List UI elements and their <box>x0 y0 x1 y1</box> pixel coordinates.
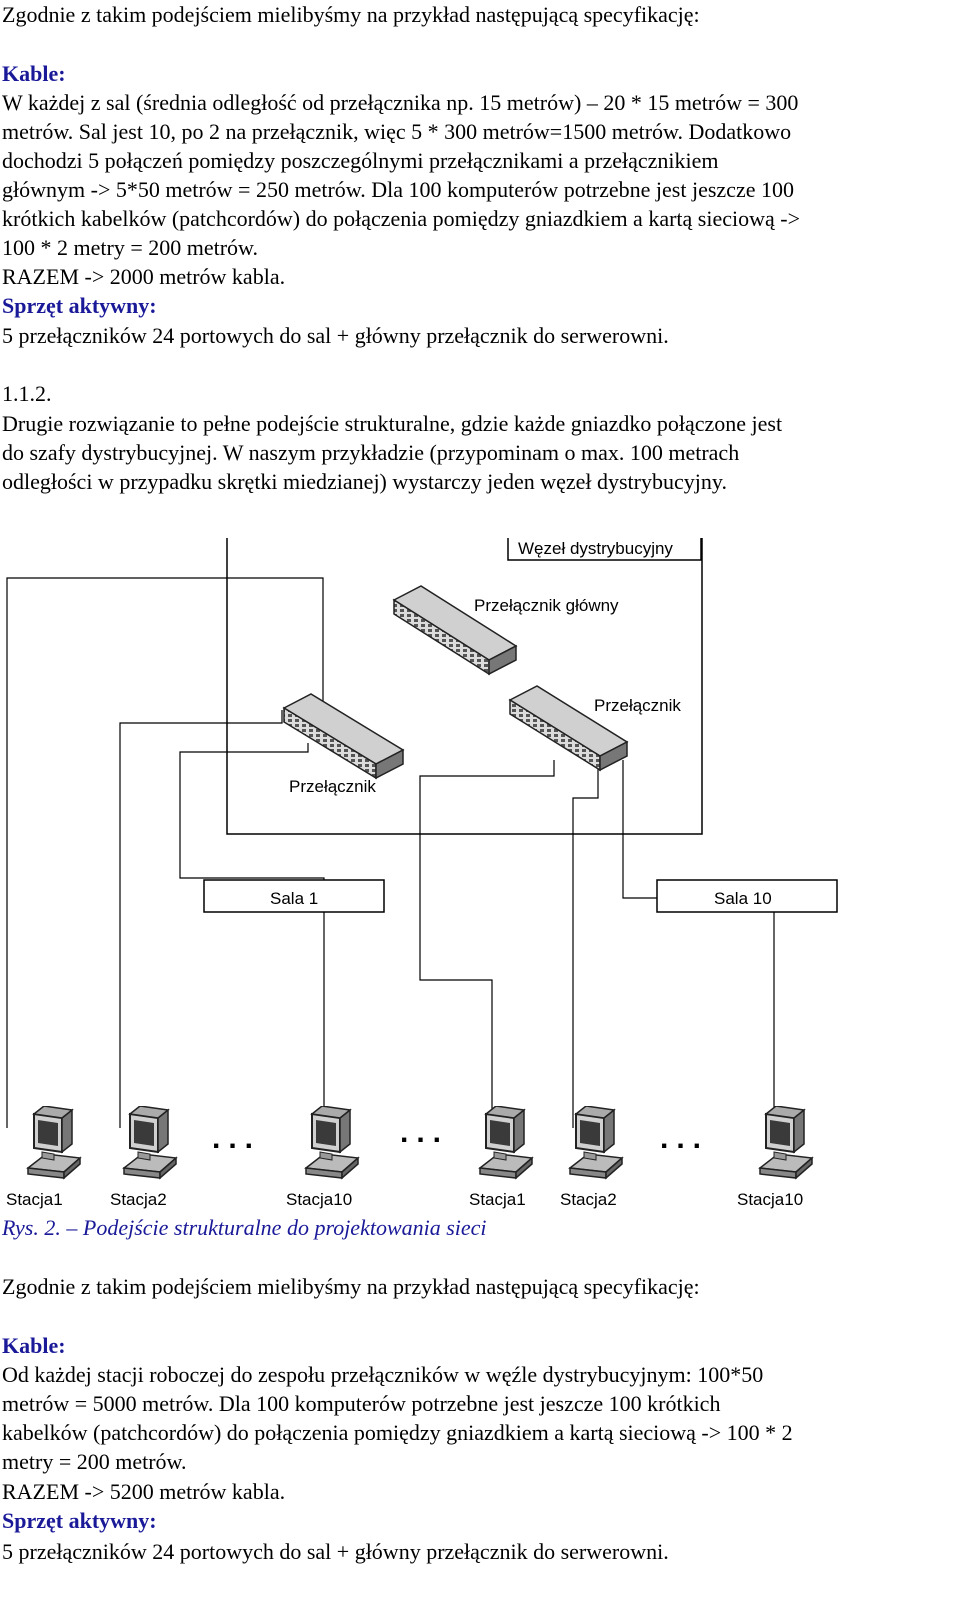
station-label: Stacja1 <box>469 1190 526 1209</box>
text-line: metry = 200 metrów. <box>2 1449 187 1474</box>
station-computer-icon <box>569 1106 623 1179</box>
ellipsis: ... <box>660 1122 709 1155</box>
text-line: W każdej z sal (średnia odległość od prz… <box>2 90 799 115</box>
spec-intro: Zgodnie z takim podejściem mielibyśmy na… <box>2 1274 700 1299</box>
distribution-node-label: Węzeł dystrybucyjny <box>518 539 673 558</box>
switch-right-label: Przełącznik <box>594 696 681 715</box>
text-line: kabelków (patchcordów) do połączenia pom… <box>2 1420 793 1445</box>
room-1-box <box>203 879 385 913</box>
station-computer-icon <box>27 1106 81 1179</box>
text-line: Drugie rozwiązanie to pełne podejście st… <box>2 411 783 436</box>
ellipsis: ... <box>400 1116 449 1149</box>
text-line: do szafy dystrybucyjnej. W naszym przykł… <box>2 440 740 465</box>
figure-title: – Podejście strukturalne do projektowani… <box>66 1215 487 1240</box>
room-10-label: Sala 10 <box>714 889 772 908</box>
room-1-label: Sala 1 <box>270 889 318 908</box>
section-number: 1.1.2. <box>2 381 52 406</box>
station-label: Stacja2 <box>110 1190 167 1209</box>
active-equipment-heading: Sprzęt aktywny: <box>2 293 157 318</box>
spec-intro: Zgodnie z takim podejściem mielibyśmy na… <box>2 2 700 27</box>
network-diagram: Węzeł dystrybucyjny Sala 1 Sala 10 Przeł… <box>6 538 838 1209</box>
station-label: Stacja1 <box>6 1190 63 1209</box>
switch-right-icon <box>508 685 629 772</box>
switch-left-label: Przełącznik <box>289 777 376 796</box>
text-line: 5 przełączników 24 portowych do sal + gł… <box>2 1539 669 1564</box>
figure-caption: Rys. 2. – Podejście strukturalne do proj… <box>2 1213 487 1243</box>
text-line: metrów = 5000 metrów. Dla 100 komputerów… <box>2 1391 721 1416</box>
text-line: RAZEM -> 2000 metrów kabla. <box>2 264 286 289</box>
cables-heading: Kable: <box>2 1333 66 1358</box>
distribution-node-box <box>226 538 703 835</box>
figure-number: Rys. 2. <box>2 1215 61 1240</box>
station-computer-icon <box>305 1106 359 1179</box>
cable-lines <box>6 577 775 1128</box>
station-label: Stacja10 <box>737 1190 803 1209</box>
cables-heading: Kable: <box>2 61 66 86</box>
text-line: Od każdej stacji roboczej do zespołu prz… <box>2 1362 764 1387</box>
text-line: dochodzi 5 połączeń pomiędzy poszczególn… <box>2 148 719 173</box>
station-label: Stacja2 <box>560 1190 617 1209</box>
text-line: 100 * 2 metry = 200 metrów. <box>2 235 258 260</box>
station-computer-icon <box>479 1106 533 1179</box>
station-computer-icon <box>123 1106 177 1179</box>
station-computer-icon <box>759 1106 813 1179</box>
switch-left-icon <box>282 693 405 780</box>
text-line: metrów. Sal jest 10, po 2 na przełącznik… <box>2 119 792 144</box>
text-line: odległości w przypadku skrętki miedziane… <box>2 469 727 494</box>
ellipsis: ... <box>212 1122 261 1155</box>
room-10-box <box>656 879 838 913</box>
main-switch-label: Przełącznik główny <box>474 596 619 615</box>
text-line: 5 przełączników 24 portowych do sal + gł… <box>2 323 669 348</box>
main-switch-icon <box>392 585 518 676</box>
text-line: krótkich kabelków (patchcordów) do połąc… <box>2 206 800 231</box>
text-line: RAZEM -> 5200 metrów kabla. <box>2 1479 286 1504</box>
station-label: Stacja10 <box>286 1190 352 1209</box>
active-equipment-heading: Sprzęt aktywny: <box>2 1508 157 1533</box>
text-line: głównym -> 5*50 metrów = 250 metrów. Dla… <box>2 177 794 202</box>
